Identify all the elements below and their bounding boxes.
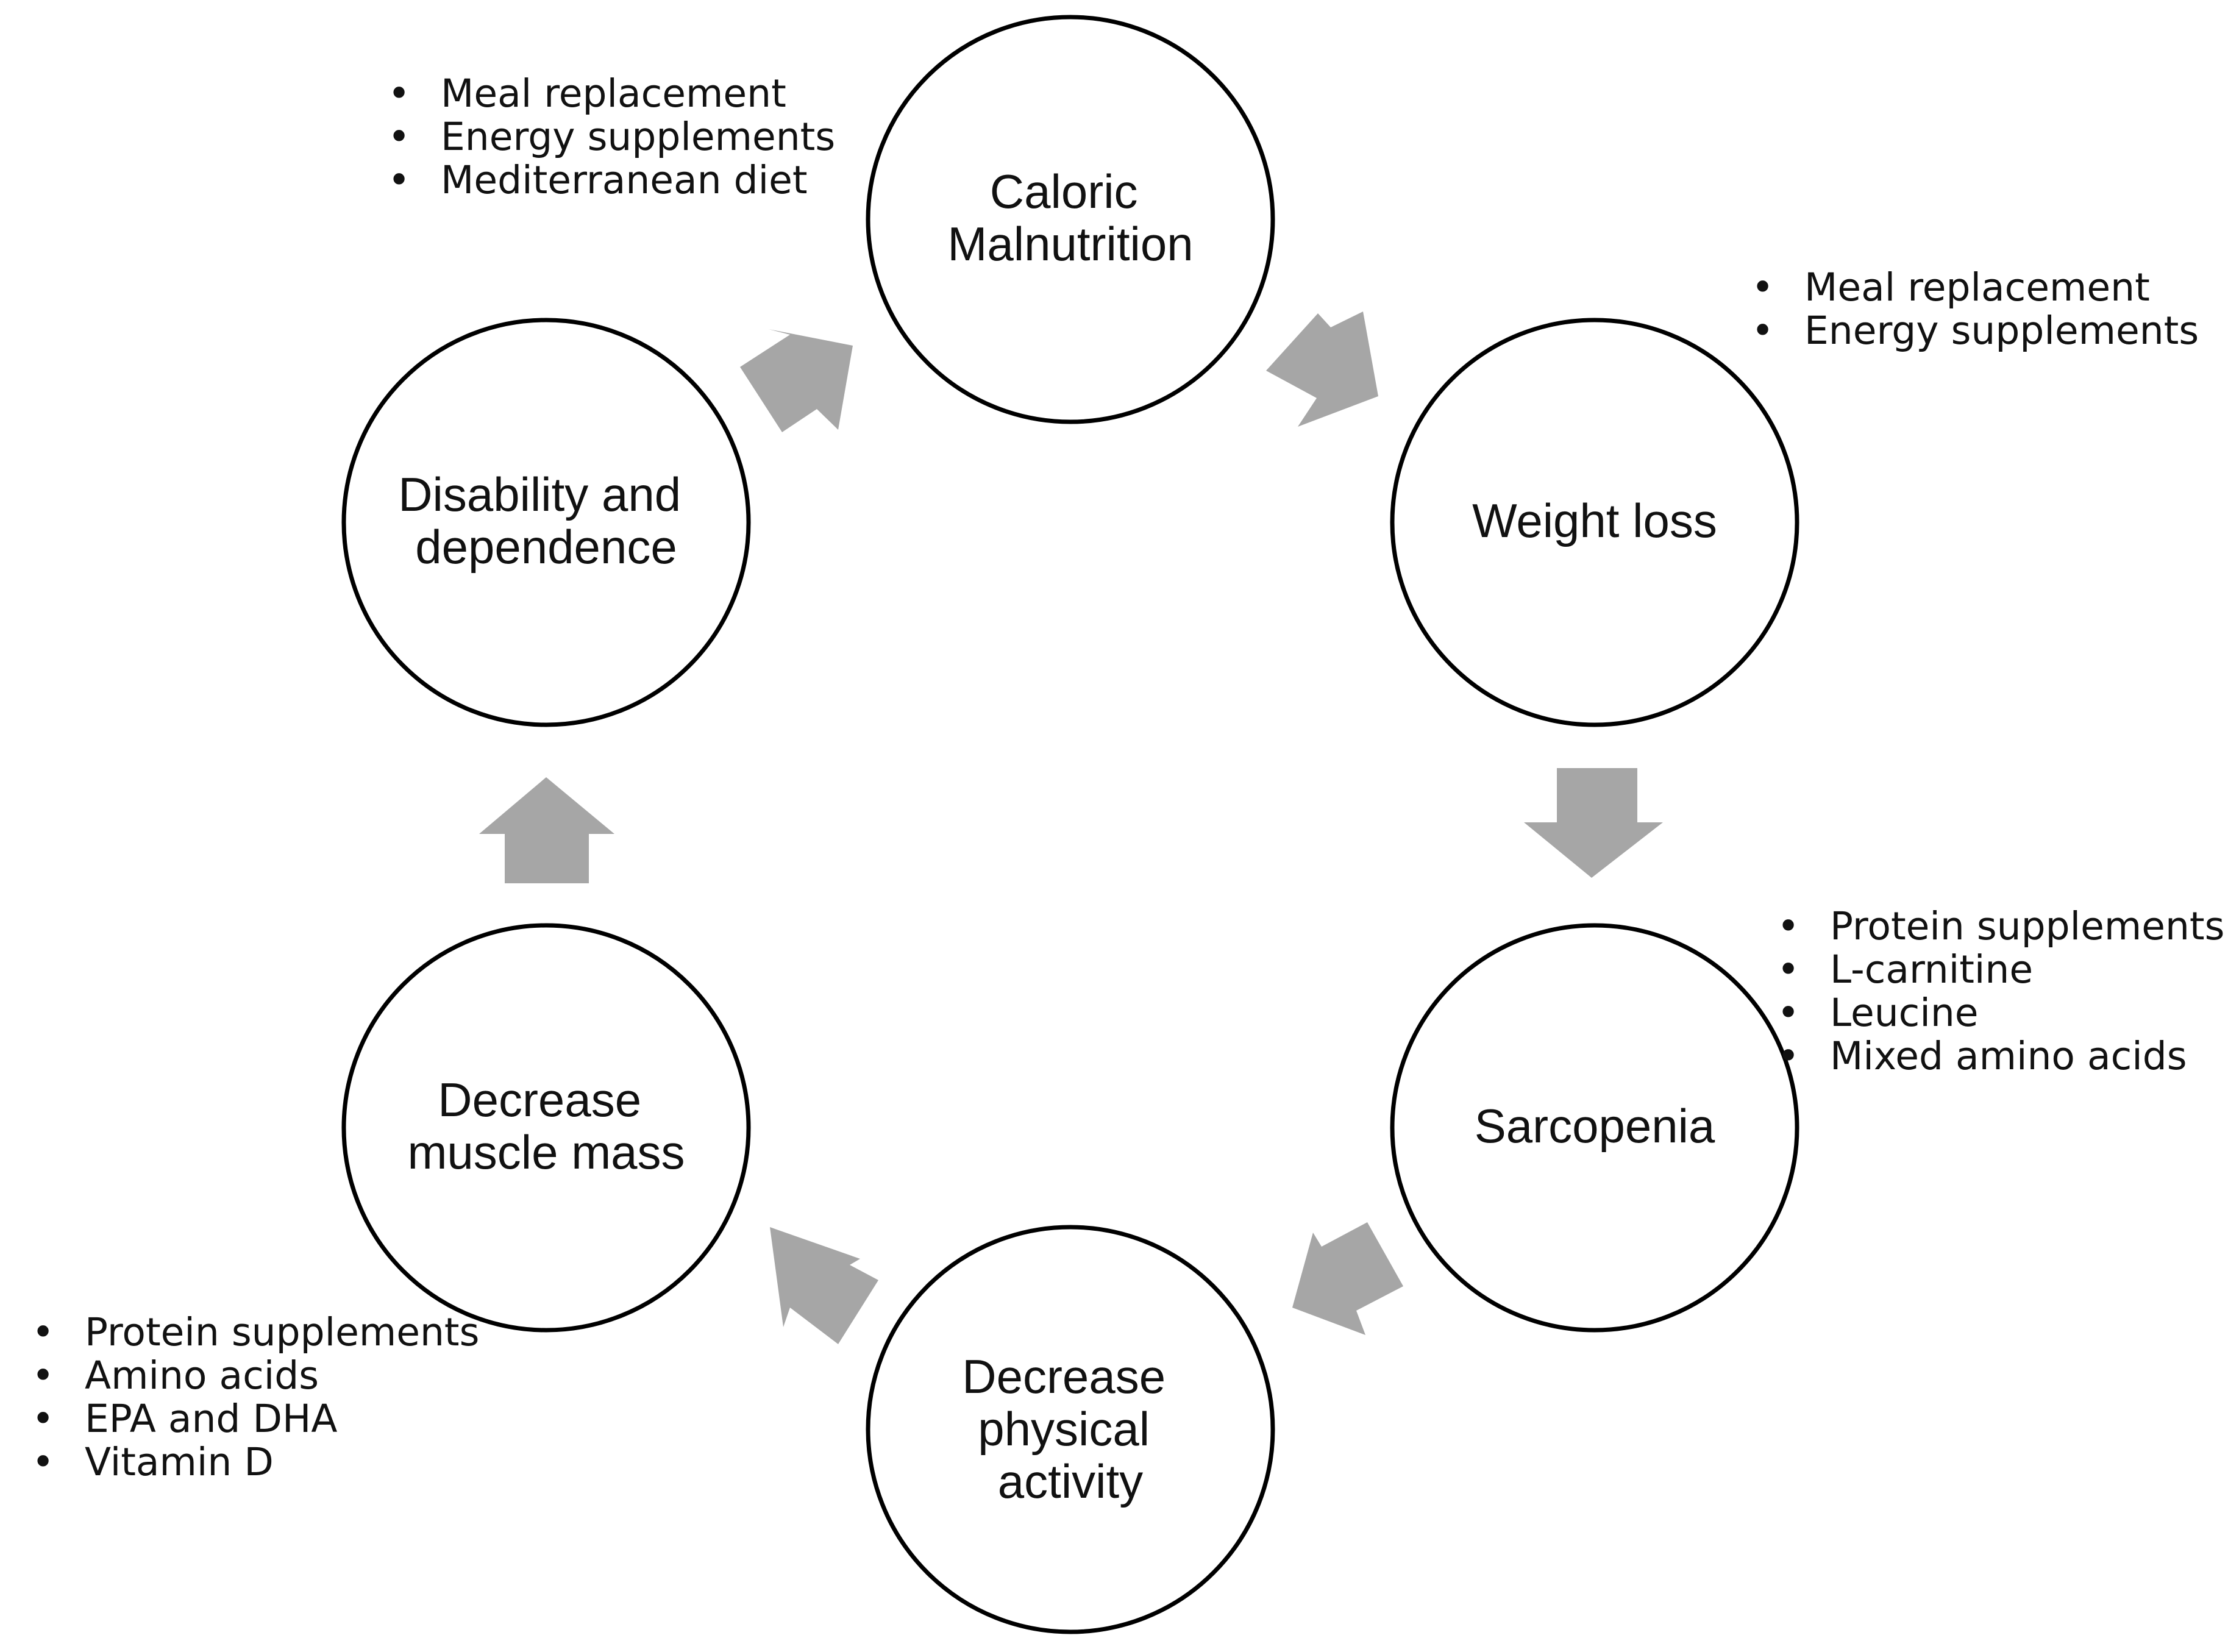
- list-item: Amino acids: [32, 1354, 479, 1397]
- label-line: Caloric: [990, 165, 1138, 218]
- interventions-weight-loss: Meal replacement Energy supplements: [1751, 266, 2199, 352]
- label-line: Disability and: [398, 468, 681, 521]
- node-label-decrease-muscle-mass: Decrease muscle mass: [407, 1073, 685, 1179]
- label-line: Sarcopenia: [1475, 1099, 1715, 1153]
- label-line: Weight loss: [1472, 494, 1717, 547]
- node-disability-and-dependence: [341, 318, 751, 727]
- label-line: dependence: [415, 520, 677, 574]
- node-decrease-muscle-mass: [341, 923, 751, 1333]
- interventions-sarcopenia: Protein supplements L-carnitine Leucine …: [1777, 905, 2224, 1078]
- arrow-malnutrition-to-weight-loss: [1266, 312, 1378, 427]
- list-item: EPA and DHA: [32, 1397, 479, 1440]
- interventions-caloric-malnutrition: Meal replacement Energy supplements Medi…: [388, 72, 835, 202]
- label-line: Decrease: [962, 1350, 1166, 1403]
- list-item: L-carnitine: [1777, 948, 2224, 991]
- interventions-decrease-muscle-mass: Protein supplements Amino acids EPA and …: [32, 1311, 479, 1484]
- node-label-caloric-malnutrition: Caloric Malnutrition: [947, 165, 1193, 271]
- node-label-disability-and-dependence: Disability and dependence: [398, 468, 694, 574]
- arrow-muscle-mass-to-disability: [479, 777, 614, 883]
- node-label-weight-loss: Weight loss: [1472, 494, 1717, 547]
- arrow-physical-activity-to-muscle-mass: [770, 1227, 878, 1344]
- list-item: Energy supplements: [1751, 309, 2199, 352]
- list-item: Vitamin D: [32, 1440, 479, 1484]
- list-item: Protein supplements: [1777, 905, 2224, 948]
- label-line: Malnutrition: [947, 217, 1193, 271]
- node-weight-loss: [1390, 318, 1799, 727]
- label-line: Decrease: [438, 1073, 641, 1127]
- arrow-weight-loss-to-sarcopenia: [1524, 768, 1663, 878]
- label-line: activity: [998, 1454, 1143, 1508]
- arrow-disability-to-malnutrition: [740, 329, 853, 432]
- list-item: Mixed amino acids: [1777, 1034, 2224, 1078]
- list-item: Meal replacement: [388, 72, 835, 115]
- node-label-decrease-physical-activity: Decrease physical activity: [962, 1350, 1179, 1508]
- list-item: Protein supplements: [32, 1311, 479, 1354]
- node-label-sarcopenia: Sarcopenia: [1475, 1099, 1715, 1153]
- label-line: physical: [978, 1402, 1150, 1456]
- label-line: muscle mass: [407, 1125, 685, 1179]
- list-item: Energy supplements: [388, 115, 835, 158]
- list-item: Mediterranean diet: [388, 158, 835, 202]
- arrow-sarcopenia-to-physical-activity: [1292, 1222, 1403, 1335]
- node-sarcopenia: [1390, 923, 1799, 1333]
- node-caloric-malnutrition: [866, 15, 1275, 424]
- list-item: Leucine: [1777, 991, 2224, 1034]
- node-decrease-physical-activity: [866, 1225, 1275, 1634]
- list-item: Meal replacement: [1751, 266, 2199, 309]
